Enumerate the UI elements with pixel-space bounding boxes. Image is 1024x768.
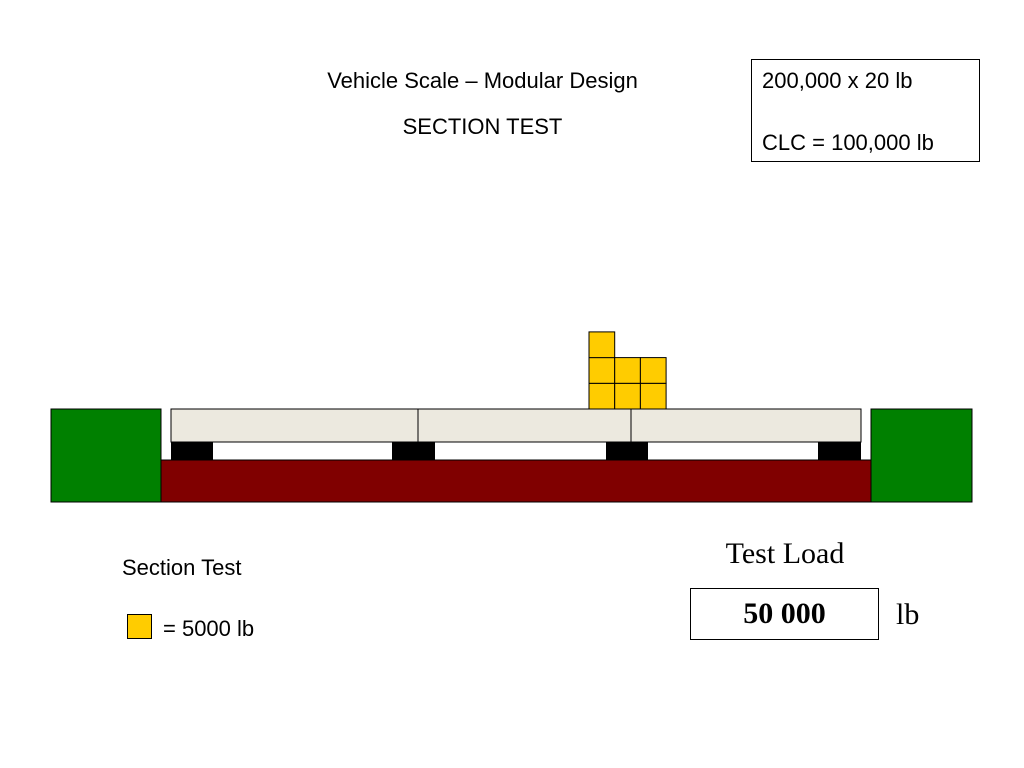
legend-title: Section Test [122, 555, 242, 580]
deck-section-1 [170, 408, 419, 443]
approach-left [50, 408, 162, 503]
deck-section-3 [630, 408, 862, 443]
load-cell-2 [392, 442, 435, 460]
test-weight-swatch [127, 614, 152, 639]
test-weight-block [588, 357, 616, 384]
test-weight-block [588, 331, 616, 359]
page-title: Vehicle Scale – Modular Design [327, 68, 638, 93]
test-weight-block [614, 382, 641, 410]
test-load-unit: lb [896, 598, 920, 631]
deck-section-2 [417, 408, 632, 443]
test-weight-stack [588, 331, 667, 410]
test-load-value: 50 000 [743, 597, 826, 630]
page-subtitle: SECTION TEST [402, 114, 563, 139]
capacity-spec-box: 200,000 x 20 lb CLC = 100,000 lb [751, 59, 980, 162]
foundation-pit [160, 459, 872, 503]
load-cell-3 [606, 442, 648, 460]
load-cell-1 [171, 442, 213, 460]
legend-weight-value: = 5000 lb [163, 616, 255, 641]
test-load-value-box: 50 000 [690, 588, 879, 640]
clc-spec-line: CLC = 100,000 lb [762, 130, 934, 155]
test-weight-block [614, 357, 641, 384]
test-weight-block [639, 382, 667, 410]
test-weight-block [639, 357, 667, 384]
test-weight-block [588, 382, 616, 410]
approach-right [870, 408, 973, 503]
capacity-spec-line: 200,000 x 20 lb [762, 68, 913, 93]
test-load-title: Test Load [725, 537, 845, 570]
load-cell-4 [818, 442, 861, 460]
